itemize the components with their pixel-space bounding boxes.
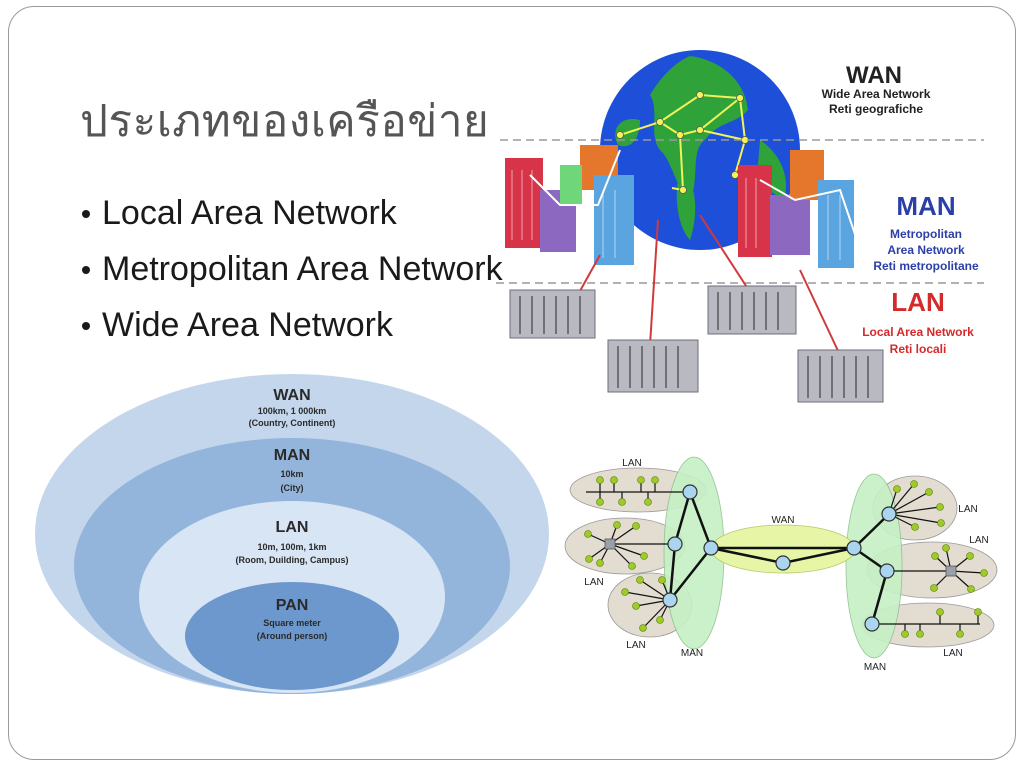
- man-links: [529, 149, 859, 244]
- wan-label-center: WAN: [772, 515, 795, 526]
- bullet-item: Metropolitan Area Network: [82, 241, 503, 297]
- lan-subtitle-italian: Reti locali: [890, 342, 947, 356]
- switch-icons: [604, 538, 957, 577]
- bullet-list: Local Area Network Metropolitan Area Net…: [82, 185, 503, 353]
- dashed-separators: [496, 139, 984, 284]
- wan-subtitle: Wide Area Network: [822, 87, 931, 101]
- lan-heading: LAN: [891, 287, 944, 317]
- leaf-nodes: [584, 476, 988, 638]
- wan-subtitle-italian: Reti geografiche: [829, 102, 923, 116]
- man-label-left: MAN: [681, 648, 703, 659]
- bullet-icon: [82, 266, 90, 274]
- bullet-icon: [82, 210, 90, 218]
- bullet-item: Wide Area Network: [82, 297, 503, 353]
- man-ring-range: 10km: [280, 469, 303, 479]
- bullet-icon: [82, 322, 90, 330]
- lan-label-bottom-left: LAN: [626, 640, 645, 651]
- wan-nodes: [616, 91, 749, 194]
- lan-label-top-right: LAN: [958, 504, 977, 515]
- right-city-buildings-icon: [738, 150, 854, 268]
- man-subtitle-italian: Reti metropolitane: [873, 259, 979, 273]
- bullet-text: Metropolitan Area Network: [102, 250, 503, 288]
- lan-ring-name: LAN: [276, 519, 309, 536]
- wan-ring-scope: (Country, Continent): [249, 418, 336, 428]
- router-nodes: [662, 484, 897, 632]
- lan-ring-scope: (Room, Duilding, Campus): [236, 555, 349, 565]
- pan-ring-range: Square meter: [263, 618, 321, 628]
- pan-ring: [185, 582, 399, 690]
- slide-title: ประเภทของเครือข่าย: [80, 96, 490, 147]
- man-subtitle-1: Metropolitan: [890, 227, 962, 241]
- wan-ring-name: WAN: [273, 387, 310, 404]
- man-ring-scope: (City): [281, 483, 304, 493]
- left-city-buildings-icon: [505, 145, 634, 265]
- pan-ring-name: PAN: [276, 597, 309, 614]
- lan-label-mid-left: LAN: [584, 577, 603, 588]
- bullet-text: Wide Area Network: [102, 306, 393, 344]
- pan-ring-scope: (Around person): [257, 631, 328, 641]
- bullet-item: Local Area Network: [82, 185, 503, 241]
- lan-ring-range: 10m, 100m, 1km: [257, 542, 326, 552]
- man-ring-name: MAN: [274, 447, 310, 464]
- lan-label-bottom-right: LAN: [943, 648, 962, 659]
- man-subtitle-2: Area Network: [887, 243, 965, 257]
- bullet-text: Local Area Network: [102, 194, 397, 232]
- lan-subtitle: Local Area Network: [862, 325, 974, 339]
- man-label-right: MAN: [864, 662, 886, 673]
- wan-ring-range: 100km, 1 000km: [258, 406, 327, 416]
- lan-label-top-left: LAN: [622, 458, 641, 469]
- lan-label-mid-right: LAN: [969, 535, 988, 546]
- lan-servers-icon: [509, 285, 884, 403]
- man-heading: MAN: [896, 191, 955, 221]
- lan-links: [574, 214, 841, 356]
- wan-heading: WAN: [846, 62, 902, 89]
